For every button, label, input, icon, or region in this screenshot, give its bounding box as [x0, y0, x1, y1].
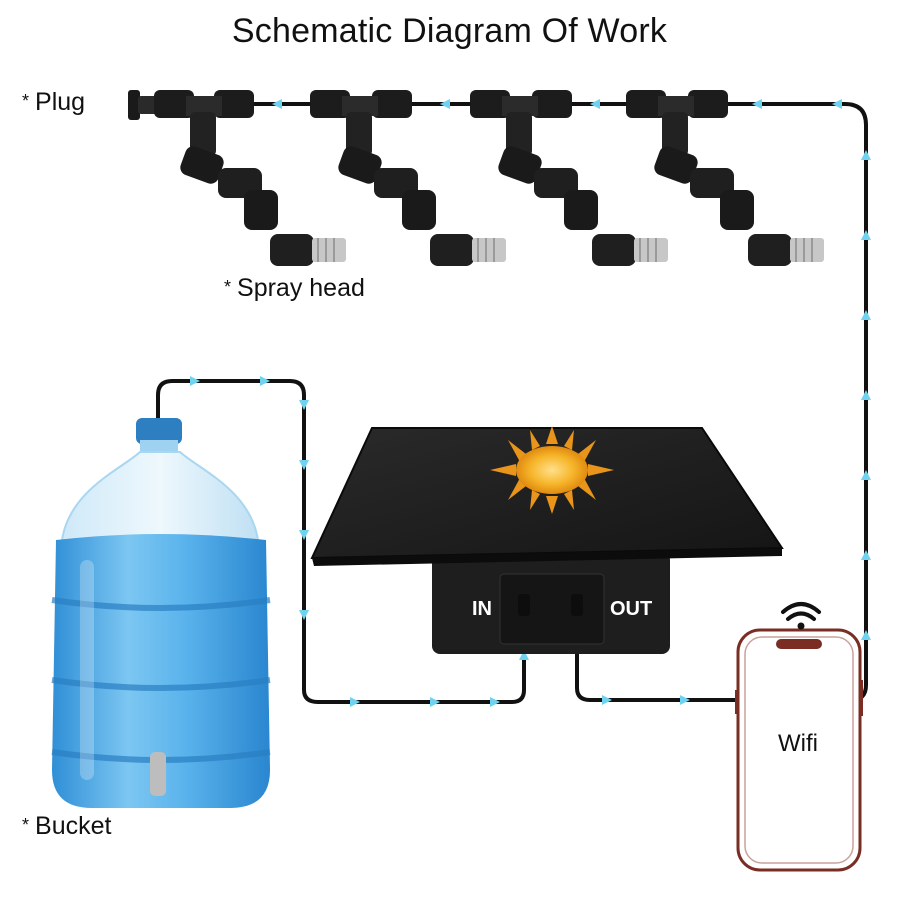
spray-head-label-text: Spray head	[237, 274, 365, 302]
wifi-icon	[781, 602, 821, 630]
bullet-star: *	[22, 91, 30, 111]
plug-label: *Plug	[22, 88, 85, 117]
pump-in-label: IN	[472, 598, 492, 620]
bullet-star: *	[22, 815, 30, 835]
pump-out-label: OUT	[610, 598, 653, 620]
diagram-title: Schematic Diagram Of Work	[231, 12, 668, 50]
phone-wifi-label: Wifi	[778, 730, 818, 757]
plug-label-text: Plug	[35, 88, 86, 116]
tube-outlet	[575, 612, 742, 702]
plug	[128, 90, 158, 120]
spray-assembly-3	[470, 90, 668, 266]
bullet-star: *	[224, 277, 232, 297]
bucket-label-text: Bucket	[35, 812, 112, 840]
spray-assembly-4	[626, 90, 824, 266]
pump-unit	[432, 552, 670, 654]
spray-assembly-2	[310, 90, 506, 266]
bucket-label: *Bucket	[22, 812, 111, 841]
spray-head-label: *Spray head	[224, 274, 365, 303]
sun-icon	[490, 426, 614, 514]
tube-inlet	[156, 379, 526, 755]
spray-assembly-1	[154, 90, 346, 266]
water-bottle	[51, 418, 271, 808]
phone	[735, 628, 863, 872]
